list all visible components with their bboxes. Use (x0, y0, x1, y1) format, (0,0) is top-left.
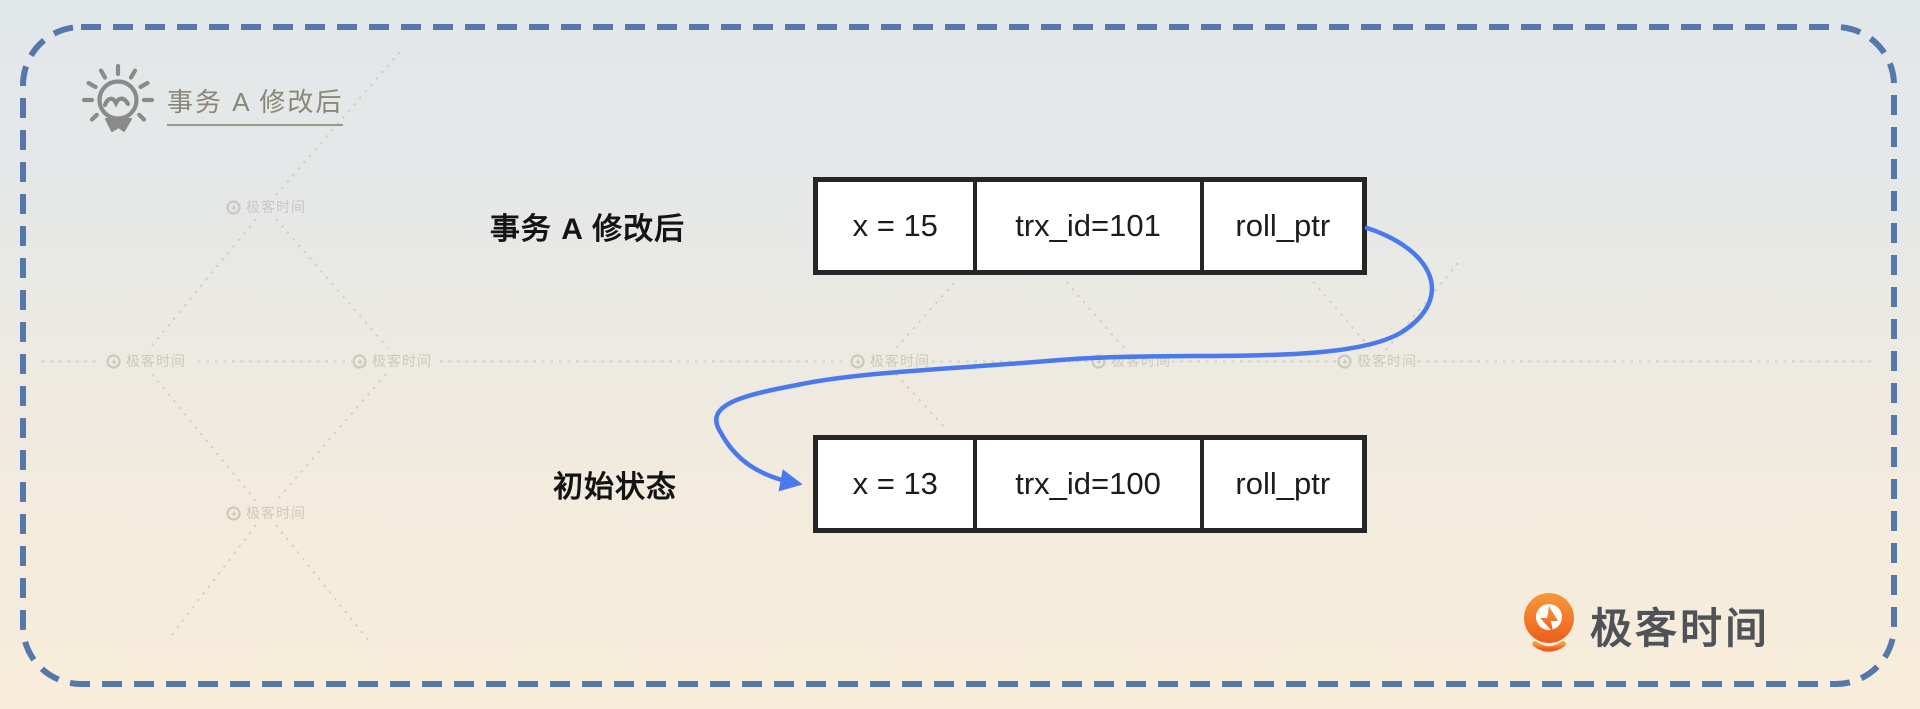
cell-value: x = 13 (852, 466, 938, 501)
watermark-text: 极客时间 (246, 505, 306, 521)
page-title: 事务 A 修改后 (167, 82, 344, 126)
watermark-dotted-lines (42, 51, 1876, 641)
watermark-text: 极客时间 (126, 353, 186, 369)
watermark-text: 极客时间 (246, 199, 306, 215)
geektime-watermark-icon (850, 353, 865, 369)
watermark-text: 极客时间 (1111, 353, 1171, 369)
watermark: 极客时间 (850, 351, 930, 371)
geektime-watermark-icon (106, 353, 121, 369)
geektime-watermark-icon (352, 353, 367, 369)
watermark-text: 极客时间 (1357, 353, 1417, 369)
cell-trx-id: trx_id=101 (972, 182, 1200, 270)
watermark-text: 极客时间 (372, 353, 432, 369)
geektime-logo: 极客时间 (1522, 592, 1770, 658)
watermark: 极客时间 (352, 351, 432, 371)
row-label-modified: 事务 A 修改后 (489, 213, 686, 246)
cell-roll-ptr: roll_ptr (1199, 182, 1362, 270)
geektime-watermark-icon (1337, 353, 1352, 369)
watermark: 极客时间 (1091, 351, 1171, 371)
watermark: 极客时间 (226, 197, 306, 217)
geektime-watermark-icon (226, 199, 241, 215)
watermark: 极客时间 (1337, 351, 1417, 371)
record-row-initial: x = 13 trx_id=100 roll_ptr (813, 435, 1367, 533)
watermark-text: 极客时间 (870, 353, 930, 369)
cell-roll-ptr: roll_ptr (1199, 440, 1362, 528)
row-label-initial: 初始状态 (553, 471, 677, 504)
geektime-watermark-icon (226, 505, 241, 521)
watermark: 极客时间 (226, 503, 306, 523)
cell-value: x = 15 (852, 208, 938, 243)
geektime-logo-icon (1524, 593, 1574, 652)
geektime-watermark-icon (1091, 353, 1106, 369)
geektime-logo-text: 极客时间 (1590, 604, 1771, 652)
record-row-modified: x = 15 trx_id=101 roll_ptr (813, 177, 1367, 275)
cell-trx-id: trx_id=100 (972, 440, 1200, 528)
watermark: 极客时间 (106, 351, 186, 371)
